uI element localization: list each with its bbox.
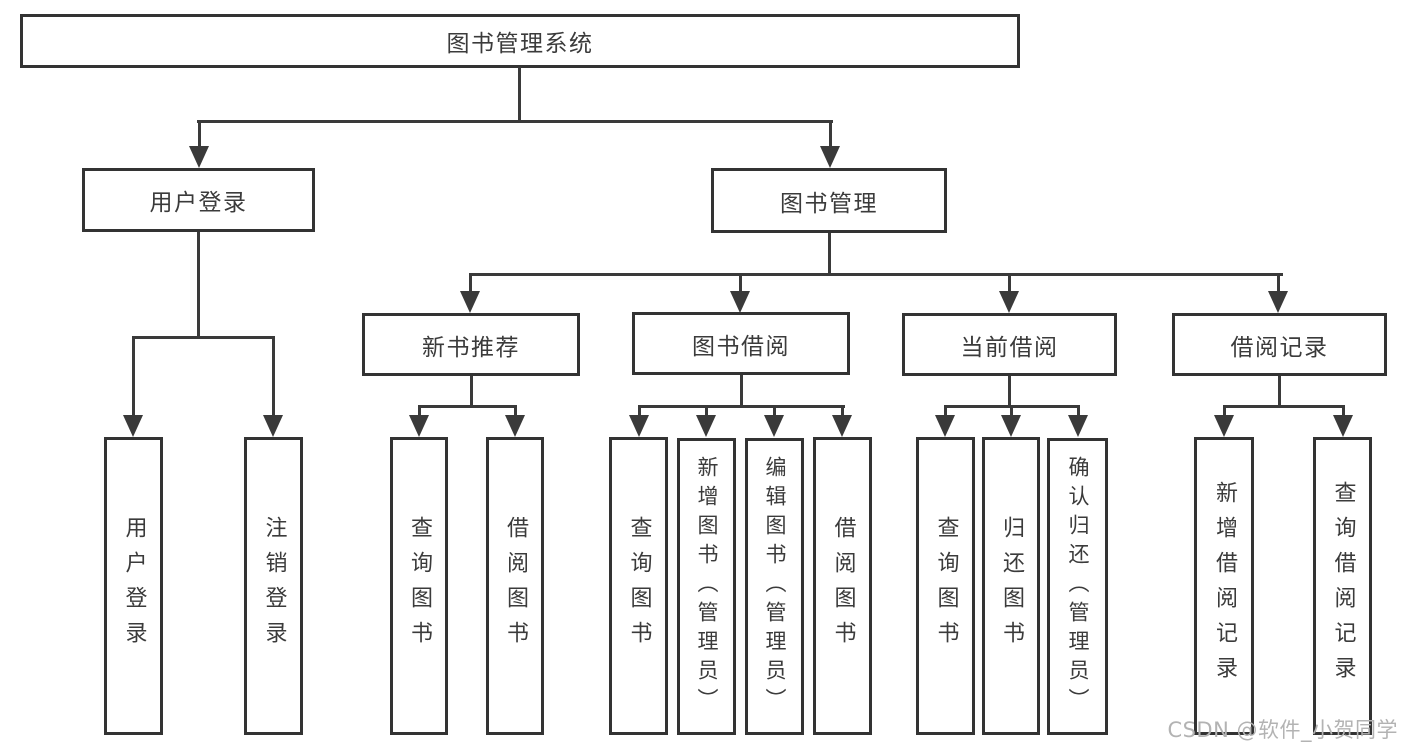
edge-arrow-nb-query (409, 405, 429, 437)
node-current-borrow-label: 当前借阅 (960, 334, 1059, 361)
edge-arrow-bb-add (696, 405, 716, 437)
edge-arrow-cb-query (935, 405, 955, 437)
edge-user-login-stub (196, 232, 200, 339)
leaf-bb-query-books-label: 查询图书 (626, 516, 652, 656)
leaf-br-query-record: 查询借阅记录 (1313, 437, 1372, 735)
leaf-br-query-record-label: 查询借阅记录 (1330, 481, 1356, 691)
edge-arrow-bb-query (629, 405, 649, 437)
node-root-label: 图书管理系统 (446, 31, 594, 57)
edge-level2-bus (197, 120, 833, 123)
edge-user-login-bus (131, 336, 275, 339)
edge-arrow-current-borrow (999, 273, 1019, 313)
leaf-bb-query-books: 查询图书 (609, 437, 668, 735)
leaf-user-login-label: 用户登录 (121, 516, 147, 656)
node-borrow-records: 借阅记录 (1172, 313, 1387, 376)
edge-borrow-records-stub (1277, 376, 1281, 408)
edge-arrow-user-login (189, 120, 209, 168)
edge-arrow-br-query (1333, 405, 1353, 437)
node-book-borrow-label: 图书借阅 (692, 333, 790, 360)
edge-arrow-book-borrow (730, 273, 750, 313)
leaf-logout-label: 注销登录 (261, 516, 287, 656)
edge-arrow-br-add (1214, 405, 1234, 437)
leaf-nb-query-books: 查询图书 (390, 437, 448, 735)
node-new-book-rec: 新书推荐 (362, 313, 580, 376)
leaf-bb-add-books-admin: 新增图书（管理员） (677, 438, 736, 735)
leaf-cb-return-books: 归还图书 (982, 437, 1040, 735)
edge-level3-bus (468, 273, 1283, 276)
node-book-mgmt: 图书管理 (711, 168, 947, 233)
leaf-bb-borrow-books-label: 借阅图书 (830, 516, 856, 656)
leaf-bb-edit-books-admin-label: 编辑图书（管理员） (763, 456, 787, 717)
node-book-mgmt-label: 图书管理 (780, 190, 878, 217)
edge-borrow-records-bus (1222, 405, 1345, 408)
node-book-borrow: 图书借阅 (632, 312, 850, 375)
edge-arrow-new-book-rec (460, 273, 480, 313)
node-borrow-records-label: 借阅记录 (1230, 334, 1329, 361)
edge-arrow-bb-borrow (832, 405, 852, 437)
csdn-watermark: CSDN @软件_小贺同学 (1167, 718, 1398, 742)
leaf-cb-confirm-return-admin: 确认归还（管理员） (1047, 438, 1108, 735)
edge-arrow-cb-return (1001, 405, 1021, 437)
leaf-cb-confirm-return-admin-label: 确认归还（管理员） (1066, 456, 1090, 717)
leaf-nb-borrow-books-label: 借阅图书 (503, 516, 528, 656)
edge-new-book-stub (469, 376, 473, 408)
leaf-cb-query-books-label: 查询图书 (933, 516, 959, 656)
leaf-br-add-record-label: 新增借阅记录 (1212, 481, 1237, 691)
edge-arrow-leaf-logout (263, 336, 283, 437)
leaf-user-login: 用户登录 (104, 437, 163, 735)
leaf-nb-borrow-books: 借阅图书 (486, 437, 544, 735)
edge-arrow-borrow-records (1268, 273, 1288, 313)
leaf-logout: 注销登录 (244, 437, 303, 735)
leaf-bb-add-books-admin-label: 新增图书（管理员） (695, 456, 719, 717)
node-user-login-label: 用户登录 (149, 190, 248, 216)
edge-arrow-nb-borrow (505, 405, 525, 437)
edge-root-stub (518, 67, 521, 123)
edge-book-mgmt-stub (827, 233, 831, 276)
edge-arrow-cb-confirm (1068, 405, 1088, 437)
node-current-borrow: 当前借阅 (902, 313, 1117, 376)
leaf-br-add-record: 新增借阅记录 (1194, 437, 1254, 735)
edge-arrow-bb-edit (764, 405, 784, 437)
edge-new-book-bus (417, 405, 517, 408)
leaf-nb-query-books-label: 查询图书 (407, 516, 432, 656)
leaf-bb-borrow-books: 借阅图书 (813, 437, 872, 735)
leaf-cb-query-books: 查询图书 (916, 437, 975, 735)
node-new-book-rec-label: 新书推荐 (422, 334, 520, 361)
edge-arrow-leaf-user-login (123, 336, 143, 437)
edge-book-borrow-stub (739, 375, 743, 408)
leaf-bb-edit-books-admin: 编辑图书（管理员） (745, 438, 804, 735)
edge-arrow-book-mgmt (820, 120, 840, 168)
edge-book-borrow-bus (637, 405, 845, 408)
leaf-cb-return-books-label: 归还图书 (999, 516, 1024, 656)
edge-current-borrow-stub (1007, 376, 1011, 408)
node-user-login: 用户登录 (82, 168, 315, 232)
node-root: 图书管理系统 (20, 14, 1020, 68)
